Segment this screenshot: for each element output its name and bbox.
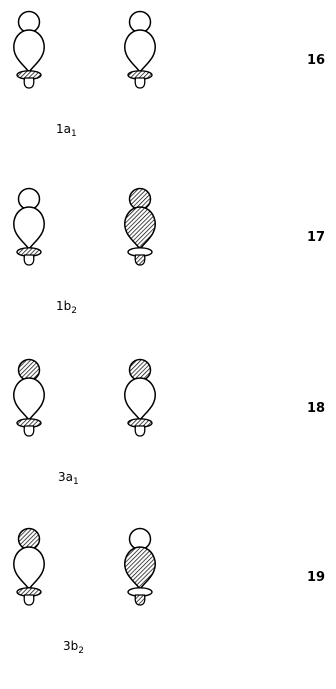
left-small-lobe xyxy=(23,254,35,266)
left-large-lobe xyxy=(13,377,45,421)
right-small-lobe xyxy=(134,77,146,89)
orbital-row-18: 18 3a1 xyxy=(13,358,325,487)
symmetry-label-base: 3a xyxy=(58,470,73,484)
symmetry-label-subscript: 1 xyxy=(73,477,79,487)
symmetry-label: 1b2 xyxy=(56,299,77,316)
left-large-lobe xyxy=(13,546,45,590)
right-large-lobe xyxy=(124,546,156,590)
orbital-left xyxy=(13,10,45,89)
left-small-lobe xyxy=(23,77,35,89)
right-small-lobe xyxy=(134,594,146,606)
row-number: 17 xyxy=(307,230,325,245)
orbital-right xyxy=(124,527,156,606)
row-number: 18 xyxy=(307,401,325,416)
orbital-row-16: 16 1a1 xyxy=(13,10,325,139)
row-number: 19 xyxy=(307,570,325,585)
symmetry-label-base: 3b xyxy=(63,639,78,653)
row-number: 16 xyxy=(307,53,325,68)
orbital-right xyxy=(124,10,156,89)
right-large-lobe xyxy=(124,29,156,73)
orbital-left xyxy=(13,187,45,266)
orbital-right xyxy=(124,358,156,437)
left-large-lobe xyxy=(13,29,45,73)
symmetry-label-base: 1a xyxy=(56,122,71,136)
symmetry-label: 3b2 xyxy=(63,639,84,656)
left-small-lobe xyxy=(23,594,35,606)
symmetry-label: 1a1 xyxy=(56,122,77,139)
orbital-left xyxy=(13,527,45,606)
symmetry-label-subscript: 2 xyxy=(78,646,84,656)
left-large-lobe xyxy=(13,206,45,250)
symmetry-label-base: 1b xyxy=(56,299,71,313)
orbital-row-19: 19 3b2 xyxy=(13,527,325,656)
orbital-row-17: 17 1b2 xyxy=(13,187,325,316)
orbital-right xyxy=(124,187,156,266)
symmetry-label-subscript: 2 xyxy=(71,306,77,316)
right-small-lobe xyxy=(134,254,146,266)
symmetry-label: 3a1 xyxy=(58,470,79,487)
orbital-left xyxy=(13,358,45,437)
right-large-lobe xyxy=(124,377,156,421)
right-small-lobe xyxy=(134,425,146,437)
right-large-lobe xyxy=(124,206,156,250)
symmetry-label-subscript: 1 xyxy=(71,129,77,139)
left-small-lobe xyxy=(23,425,35,437)
